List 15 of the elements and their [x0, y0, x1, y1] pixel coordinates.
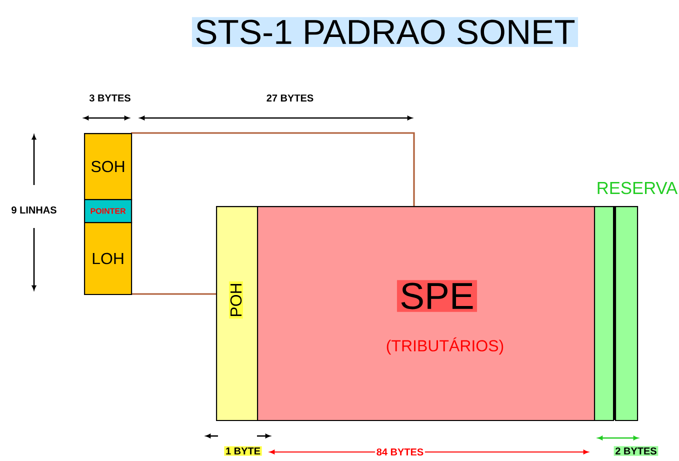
reserve-column: [594, 206, 614, 422]
dimension-label: 27 BYTES: [266, 94, 314, 102]
reserve-column: [615, 206, 638, 422]
dimension-label: 84 BYTES: [375, 447, 425, 457]
dimension-label: 3 BYTES: [89, 94, 130, 102]
pointer-box: POINTER: [84, 199, 132, 224]
header-box: LOH: [84, 222, 132, 296]
dimension-label: 2 BYTES: [614, 446, 658, 456]
overhead-box: POH: [216, 206, 258, 422]
title: STS-1 PADRAO SONET: [192, 17, 578, 47]
reserve-label: RESERVA: [598, 182, 678, 194]
dimension-label: 9 LINHAS: [12, 206, 56, 214]
payload-box: SPE (TRIBUTÁRIOS): [257, 206, 596, 422]
header-box: SOH: [84, 133, 132, 200]
dimension-label: 1 BYTE: [224, 446, 262, 456]
